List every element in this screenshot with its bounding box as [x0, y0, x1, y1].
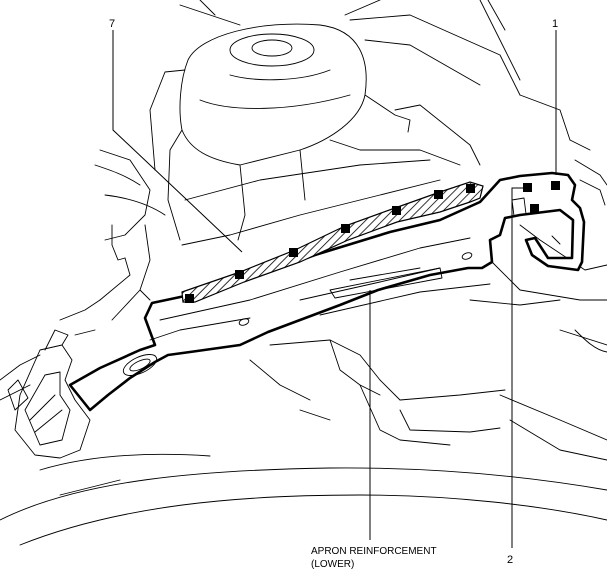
part-caption-line1: APRON REINFORCEMENT: [311, 546, 437, 557]
callout-2: 2: [507, 554, 513, 566]
spot-weld-marker: [551, 181, 560, 190]
leader-lines: [112, 30, 557, 548]
callout-7: 7: [109, 18, 115, 30]
spot-weld-marker: [530, 204, 539, 213]
vehicle-body-background: [0, 0, 607, 546]
leader-line-2: [511, 187, 526, 548]
spot-weld-marker: [341, 224, 350, 233]
reinforcement-detail-lines: [122, 197, 561, 376]
spot-weld-marker: [392, 206, 401, 215]
part-caption-line2: (LOWER): [311, 559, 354, 570]
weld-seam-band: [181, 181, 484, 303]
apron-reinforcement-lower-outline: [68, 171, 586, 412]
spot-weld-marker: [523, 183, 532, 192]
spot-weld-marker: [434, 190, 443, 199]
callout-1: 1: [552, 18, 558, 30]
spot-weld-marker: [185, 294, 194, 303]
spot-weld-marker: [466, 184, 475, 193]
leader-line-7: [112, 30, 243, 253]
spot-weld-markers: [185, 181, 560, 303]
spot-weld-marker: [235, 270, 244, 279]
spot-weld-marker: [289, 248, 298, 257]
